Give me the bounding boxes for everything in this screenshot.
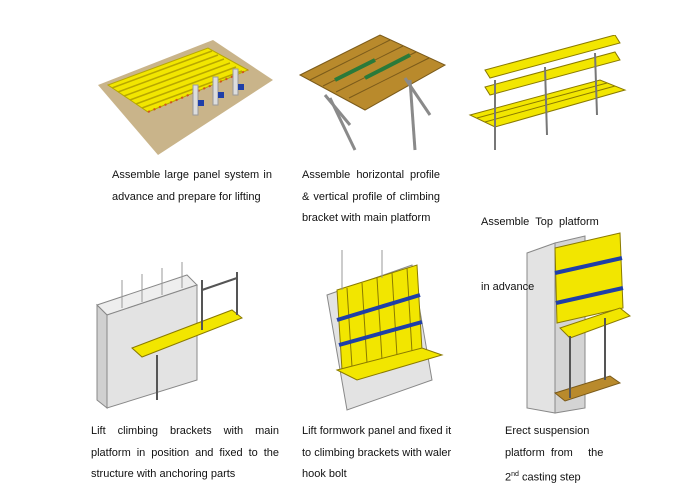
caption-step-5: Lift formwork panel and fixed it to clim… (302, 421, 452, 486)
caption-line: hook bolt (302, 468, 347, 480)
figure-lift-formwork-panel (326, 250, 444, 411)
ordinal-number: 2 (505, 471, 512, 484)
figure-large-panel-system (98, 40, 273, 155)
caption-line: advance and prepare for lifting (112, 190, 261, 203)
caption-line: bracket with main platform (302, 212, 431, 224)
caption-line: & vertical profile of climbing (302, 190, 440, 203)
caption-line: Lift formwork panel and fixed it (302, 425, 452, 437)
caption-line: platform in position and fixed to the (91, 446, 279, 459)
caption-line: Assemble horizontal profile (302, 169, 440, 181)
caption-step-2: Assemble horizontal profile & vertical p… (302, 165, 440, 230)
caption-step-6: Erect suspension platform from the 2nd c… (505, 421, 640, 489)
caption-line: 2nd casting step (505, 464, 640, 489)
caption-line: in advance (481, 280, 535, 293)
figure-climbing-bracket-platform (298, 34, 447, 151)
ordinal-suffix: nd (511, 471, 519, 478)
caption-line: Assemble large panel system in (112, 169, 272, 181)
caption-line: to climbing brackets with waler (302, 446, 452, 459)
caption-line: Erect suspension (505, 425, 590, 437)
figure-suspension-platform (526, 232, 632, 414)
caption-step-4: Lift climbing brackets with main platfor… (91, 421, 279, 486)
figure-lift-climbing-brackets (96, 262, 243, 410)
caption-line: structure with anchoring parts (91, 468, 236, 480)
caption-line: Assemble Top platform (481, 216, 599, 228)
caption-line: platform from the (505, 446, 604, 459)
caption-step-1: Assemble large panel system in advance a… (112, 165, 272, 208)
figure-top-platform (468, 35, 627, 150)
caption-line: Lift climbing brackets with main (91, 425, 279, 437)
caption-text: casting step (518, 471, 581, 484)
caption-step-3: Assemble Top platform in advance (481, 169, 606, 320)
